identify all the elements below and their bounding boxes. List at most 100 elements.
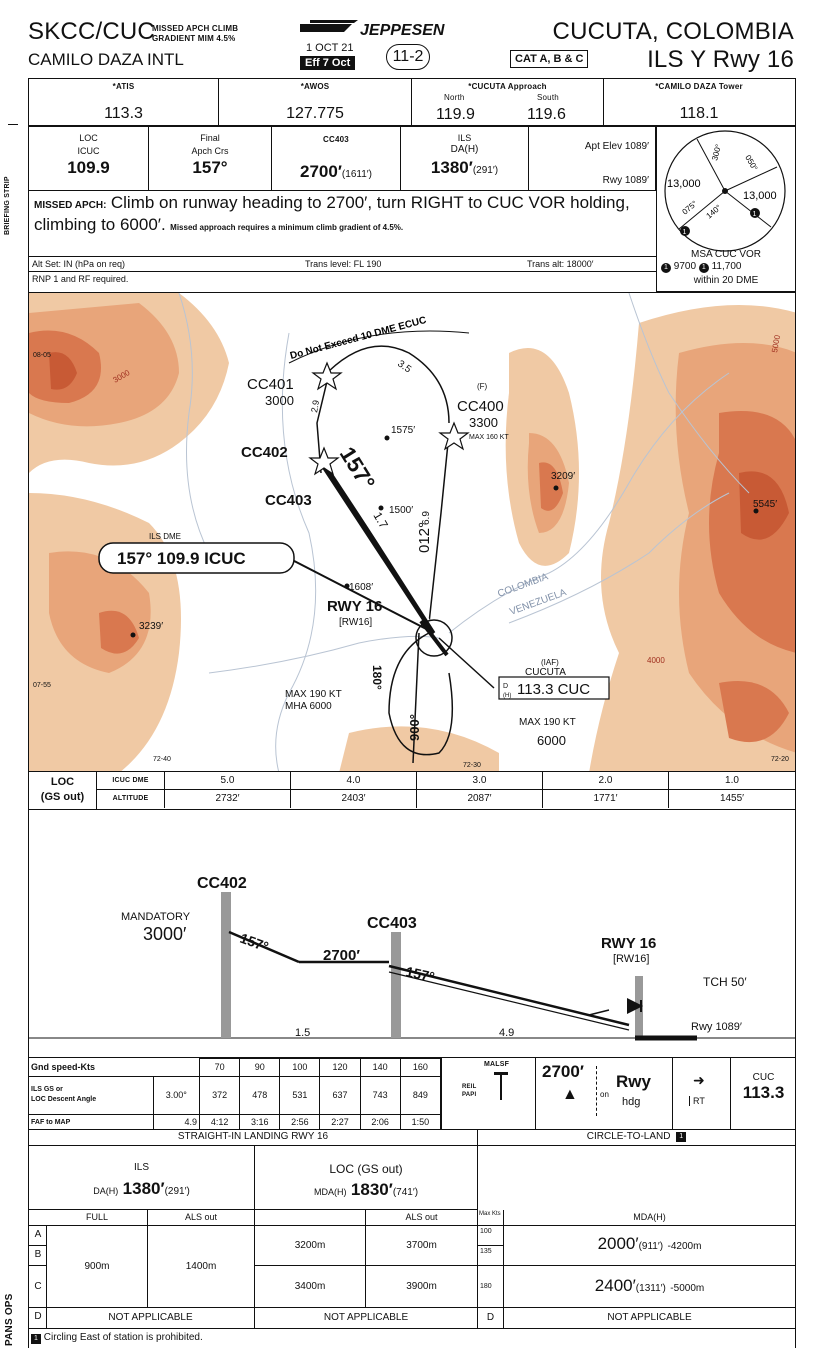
svg-text:MAX 160 KT: MAX 160 KT (469, 434, 509, 441)
awos-cell: *AWOS 127.775 (219, 79, 412, 125)
missed-approach-text: Climb on runway heading to 2700′, turn R… (34, 193, 630, 234)
svg-text:180°: 180° (370, 665, 384, 690)
profile-mandatory-alt: 3000′ (143, 924, 187, 944)
straight-in-title: STRAIGHT-IN LANDING RWY 16 (177, 1131, 329, 1142)
loc-frequency: 109.9 (67, 158, 110, 177)
approach-categories: CAT A, B & C (510, 50, 589, 68)
svg-text:[RW16]: [RW16] (339, 617, 372, 628)
chart-header: SKCC/CUC CAMILO DAZA INTL MISSED APCH CL… (28, 14, 798, 78)
ils-da-cell: ILS DA(H) 1380′(291′) (401, 127, 529, 190)
fix-cc402-label: CC402 (241, 444, 288, 461)
briefing-row: LOC ICUC 109.9 Final Apch Crs 157° CC403… (28, 126, 656, 191)
svg-text:1: 1 (753, 211, 757, 218)
svg-text:6000: 6000 (537, 733, 566, 748)
descent-rate-cell: 478 (239, 1075, 281, 1115)
descent-rate-cell: 637 (319, 1075, 361, 1115)
svg-text:900°: 900° (407, 714, 422, 741)
svg-text:5000: 5000 (770, 334, 782, 354)
groundspeed-cell: 90 (239, 1058, 281, 1077)
fix-altitude: 2700′ (300, 162, 342, 181)
svg-text:1: 1 (683, 229, 687, 236)
missed-approach-box: MISSED APCH: Climb on runway heading to … (28, 191, 656, 257)
svg-text:4000: 4000 (647, 656, 665, 665)
faf-time-cell: 4:12 (199, 1113, 241, 1130)
airport-ident: SKCC/CUC (28, 18, 155, 45)
msa-box: 300° 050° 075° 140° 13,000 13,000 1 1 MS… (656, 126, 796, 292)
dme-altitude-cell: 1455′ (719, 793, 745, 804)
approach-south-freq: 119.6 (527, 106, 566, 123)
dme-altitude-cell: 1771′ (543, 790, 669, 808)
circle-to-land-title: CIRCLE-TO-LAND (586, 1131, 671, 1142)
circling-cat-d-na: NOT APPLICABLE (503, 1308, 795, 1328)
dme-distance-cell: 5.0 (165, 772, 291, 790)
msa-diagram: 300° 050° 075° 140° 13,000 13,000 1 1 (664, 130, 786, 252)
do-not-exceed-label: Do Not Exceed 10 DME ECUC (289, 315, 428, 362)
missed-icons-cell: 2700′ ▲ on Rwy hdg ➜ RT CUC 113.3 (535, 1058, 797, 1130)
fix-cc400-alt: 3300 (469, 415, 498, 430)
atis-cell: *ATIS 113.3 (29, 79, 219, 125)
svg-text:MAX 190 KT: MAX 190 KT (285, 689, 342, 700)
final-course-label: 157° (335, 442, 380, 494)
plan-view: Do Not Exceed 10 DME ECUC (28, 292, 796, 772)
ils-minima-header: ILS DA(H) 1380′(291′) (29, 1146, 254, 1210)
final-course-value: 157° (192, 158, 228, 177)
svg-text:012°: 012° (416, 522, 433, 553)
altset-row: Alt Set: IN (hPa on req) Trans level: FL… (28, 257, 656, 272)
fix-altitude-cell: CC403 2700′(1611′) (272, 127, 401, 190)
turn-arrow-icon: ➜ (693, 1072, 705, 1088)
svg-text:157°: 157° (238, 930, 271, 955)
svg-text:MHA 6000: MHA 6000 (285, 701, 332, 712)
profile-cc402-label: CC402 (197, 875, 247, 892)
brand-text: JEPPESEN (360, 22, 445, 38)
svg-text:5545′: 5545′ (753, 499, 777, 510)
fix-cc403-label: CC403 (265, 492, 312, 509)
svg-text:3209′: 3209′ (551, 471, 575, 482)
briefing-strip-label: BRIEFING STRIP (4, 176, 11, 235)
jeppesen-logo: JEPPESEN (300, 20, 475, 39)
svg-text:050°: 050° (743, 154, 759, 173)
msa-label: MSA CUC VOR (690, 249, 761, 260)
groundspeed-cell: 120 (319, 1058, 361, 1077)
svg-text:[RW16]: [RW16] (613, 953, 649, 965)
loc-cell: LOC ICUC 109.9 (29, 127, 149, 190)
awos-freq: 127.775 (286, 105, 344, 122)
svg-text:TCH 50′: TCH 50′ (703, 975, 747, 989)
profile-runway-label: RWY 16 (601, 935, 656, 952)
elevation-cell: Apt Elev 1089′ Rwy 1089′ (584, 141, 649, 186)
fix-cc400-label: CC400 (457, 398, 504, 415)
tower-cell: *CAMILO DAZA Tower 118.1 (604, 79, 794, 125)
svg-text:1.7: 1.7 (370, 510, 391, 532)
svg-text:07-55: 07-55 (33, 682, 51, 689)
chart-number: 11-2 (386, 44, 430, 70)
loc-minima-mda: 1830′ (350, 1180, 393, 1199)
svg-text:1.5: 1.5 (295, 1027, 310, 1039)
msa-sector-east: 13,000 (743, 190, 777, 202)
svg-text:075°: 075° (681, 199, 699, 217)
fix-cc401-alt: 3000 (265, 393, 294, 408)
final-course-cell: Final Apch Crs 157° (149, 127, 272, 190)
faf-time-cell: 1:50 (399, 1113, 442, 1130)
procedure-title: ILS Y Rwy 16 (647, 46, 794, 73)
tower-freq: 118.1 (679, 105, 719, 122)
groundspeed-cell: 70 (199, 1058, 241, 1077)
atis-freq: 113.3 (104, 105, 143, 122)
faf-time-cell: 3:16 (239, 1113, 281, 1130)
descent-rate-cell: 743 (359, 1075, 401, 1115)
msa-values: 1 9700 1 11,700 (661, 261, 795, 273)
svg-text:2.9: 2.9 (309, 399, 321, 413)
dme-distance-cell: 2.0 (543, 772, 669, 790)
svg-text:3239′: 3239′ (139, 621, 163, 632)
faf-time-cell: 2:56 (279, 1113, 321, 1130)
loc-feather-label: 157° 109.9 ICUC (117, 549, 246, 568)
svg-text:Rwy 1089′: Rwy 1089′ (691, 1021, 742, 1033)
city-name: CUCUTA, COLOMBIA (552, 18, 794, 45)
msa-within: within 20 DME (693, 275, 759, 286)
svg-text:157°: 157° (404, 963, 436, 985)
minima-footnote: 1 Circling East of station is prohibited… (29, 1328, 795, 1348)
svg-text:3.5: 3.5 (395, 358, 413, 375)
descent-rate-cell: 531 (279, 1075, 321, 1115)
svg-text:72-20: 72-20 (771, 756, 789, 763)
